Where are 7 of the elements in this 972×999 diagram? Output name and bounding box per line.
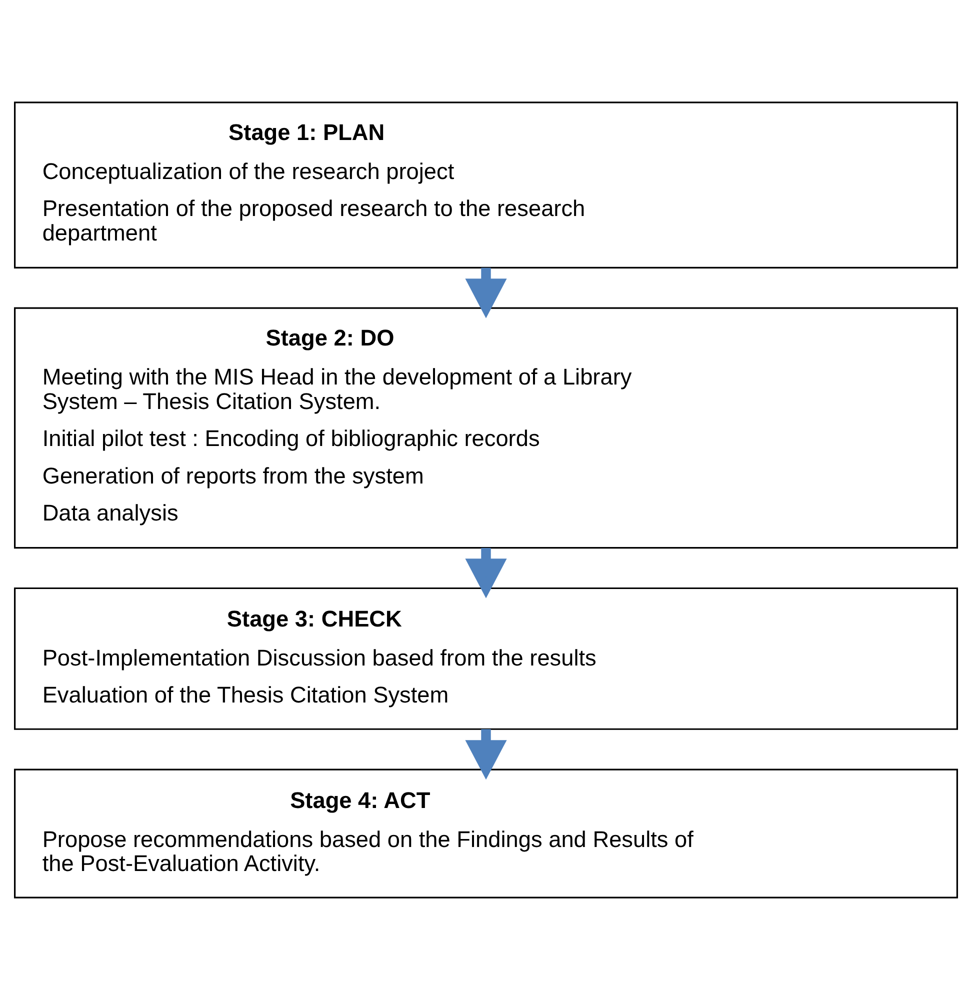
node-box: Stage 3: CHECK Post-Implementation Discussion based from the results Evaluation of the Thesis Citation System <box>14 586 958 730</box>
node-box: Stage 4: ACT Propose recommendations based on the Findings and Results of the Post-Evaluation Activity. <box>14 768 958 898</box>
node-box: Stage 2: DO Meeting with the MIS Head in the development of a Library System – Thesis Citation System. Initial pilot test : Encoding of bibliographic records Generation of reports from the system Data analysis <box>14 306 958 548</box>
arrow <box>465 547 507 598</box>
arrow <box>465 267 507 318</box>
arrow <box>465 728 507 780</box>
node-box: Stage 1: PLAN Conceptualization of the research project Presentation of the proposed research to the research department <box>14 101 958 268</box>
